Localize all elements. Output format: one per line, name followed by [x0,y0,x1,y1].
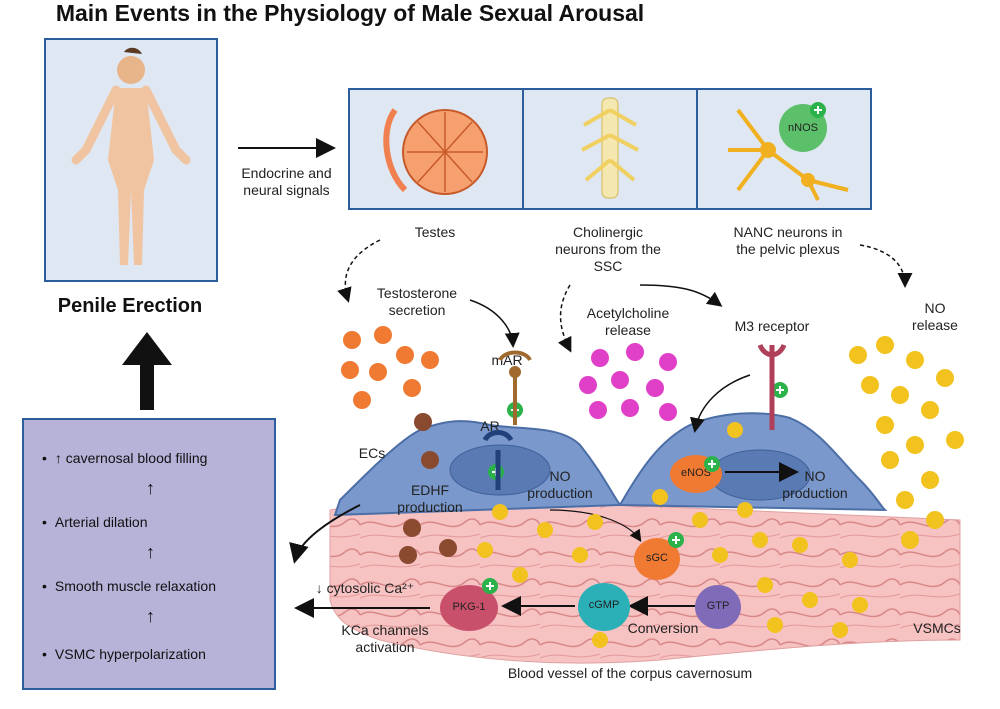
calcium-label: ↓ cytosolic Ca²⁺ [315,580,415,596]
m3-arrow [639,284,723,307]
nanc-label: NANC neurons in the pelvic plexus [733,224,843,257]
conversion-label: Conversion [627,620,699,636]
no-production-right-label: NO production [782,468,848,501]
receptor-arrow [690,374,751,433]
edhf-label: EDHF production [397,482,463,515]
spinal-cord-icon [581,97,639,199]
page-title: Main Events in the Physiology of Male Se… [55,0,645,26]
summary-step-hyperpolarization: VSMC hyperpolarization [42,646,206,662]
edhf-arrow [289,504,361,564]
testes-arrow [337,239,381,303]
cgmp-label: cGMP [588,599,620,611]
vessel-label: Blood vessel of the corpus cavernosum [507,665,753,681]
signals-label: Endocrine and neural signals [241,165,332,198]
m3-label: M3 receptor [734,318,810,334]
erection-up-arrow [122,332,172,410]
kca-label: KCa channels activation [341,622,429,655]
cholinergic-arrow [557,284,572,353]
summary-arrow-2: ↑ [146,542,155,562]
pkg-label: PKG-1 [452,601,486,613]
no-release-label: NO release [912,300,958,333]
testes-panel [348,88,524,210]
summary-box: ↑ cavernosal blood filling ↑ Arterial di… [22,418,276,690]
spinal-cord-panel [522,88,698,210]
sgc-label: sGC [646,552,668,564]
summary-step-blood-filling: ↑ cavernosal blood filling [42,450,208,466]
summary-step-arterial-dilation: Arterial dilation [42,514,148,530]
cholinergic-label: Cholinergic neurons from the SSC [555,224,661,274]
testes-icon [383,108,488,195]
gtp-label: GTP [706,600,730,612]
summary-arrow-3: ↑ [146,606,155,626]
human-figure-icon [71,47,191,265]
cgmp-blob [578,583,630,631]
testosterone-label: Testosterone secretion [376,285,458,318]
no-production-left-label: NO production [527,468,593,501]
nanc-neurons-panel: nNOS [696,88,872,210]
summary-arrow-1: ↑ [146,478,155,498]
ar-label: AR [480,418,500,434]
testosterone-arrow [469,299,520,348]
acetylcholine-label: Acetylcholine release [586,305,670,338]
testes-label: Testes [414,224,456,240]
ecs-label: ECs [358,445,386,461]
human-figure-panel [44,38,218,282]
nnos-label: nNOS [788,122,818,134]
mar-label: mAR [491,352,523,368]
nanc-arrow [859,244,913,288]
enos-label: eNOS [681,467,711,479]
no-sgc-arrow [549,509,642,542]
vsmcs-label: VSMCs [913,620,961,636]
gtp-blob [695,585,741,629]
summary-step-smooth-muscle: Smooth muscle relaxation [42,578,216,594]
neurons-icon [728,104,849,201]
penile-erection-label: Penile Erection [57,295,203,317]
